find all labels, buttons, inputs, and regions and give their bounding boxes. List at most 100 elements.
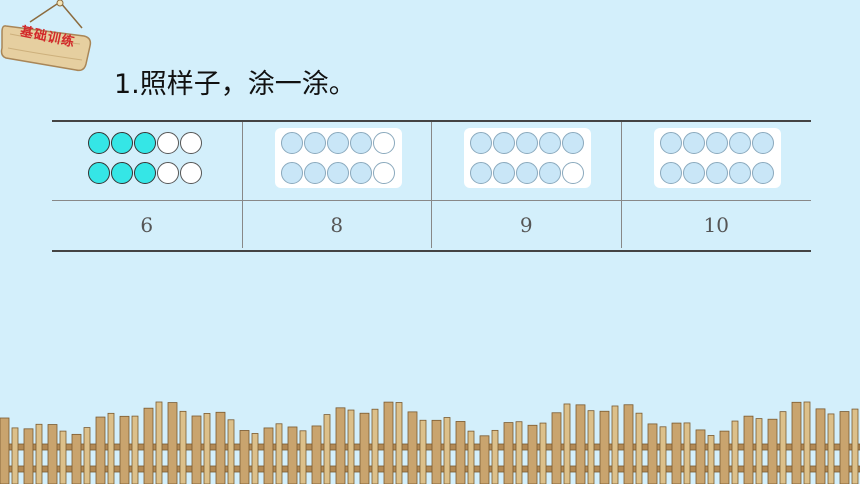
wood-sign-icon (0, 0, 92, 72)
fence-post (431, 419, 442, 484)
fence-post (563, 403, 571, 484)
circle-icon[interactable] (728, 132, 751, 154)
fence-post (275, 423, 283, 484)
fence-post (71, 433, 82, 484)
fence-post (215, 411, 226, 484)
fence-post (383, 401, 394, 484)
fence-post (143, 407, 154, 484)
circles-row (52, 122, 811, 201)
fence-post (587, 410, 595, 484)
fence-post (47, 424, 58, 484)
circle-icon[interactable] (516, 162, 538, 184)
fence-post (191, 415, 202, 484)
circle-icon[interactable] (659, 132, 682, 154)
circle-icon[interactable] (280, 132, 303, 154)
fence-post (467, 430, 475, 484)
circle-icon[interactable] (659, 162, 682, 184)
fence-post (419, 419, 427, 484)
circle-icon[interactable] (562, 132, 584, 154)
circle-icon[interactable] (180, 132, 202, 154)
circle-group (274, 128, 402, 188)
fence-post (707, 435, 715, 484)
fence-post (83, 427, 91, 484)
circle-icon[interactable] (493, 162, 515, 184)
circle-icon[interactable] (134, 132, 156, 154)
fence-post (299, 430, 307, 484)
circle-icon[interactable] (493, 132, 515, 154)
circle-icon[interactable] (516, 132, 538, 154)
circle-icon[interactable] (303, 132, 326, 154)
fence-post (551, 412, 562, 484)
circle-icon[interactable] (372, 132, 395, 154)
circle-icon[interactable] (562, 162, 584, 184)
circle-icon[interactable] (157, 162, 179, 184)
circle-icon[interactable] (705, 162, 728, 184)
circle-icon[interactable] (180, 162, 202, 184)
circle-icon[interactable] (349, 132, 372, 154)
fence-post (11, 427, 19, 484)
circle-row (470, 162, 585, 184)
fence-post (503, 422, 514, 484)
fence-post (647, 423, 658, 484)
circle-icon[interactable] (751, 162, 774, 184)
circle-icon[interactable] (349, 162, 372, 184)
number-label: 10 (703, 212, 729, 237)
fence-post (743, 415, 754, 484)
fence-post (131, 415, 139, 484)
circle-icon[interactable] (539, 132, 561, 154)
circle-icon[interactable] (326, 162, 349, 184)
fence-post (851, 408, 859, 484)
numbers-row: 6 8 9 10 (52, 201, 811, 248)
circle-icon[interactable] (303, 162, 326, 184)
fence-post (167, 402, 178, 484)
circle-row (88, 162, 203, 184)
circle-icon[interactable] (111, 162, 133, 184)
fence-post (599, 410, 610, 484)
circle-row (88, 132, 203, 154)
fence-post (815, 408, 826, 484)
circle-icon[interactable] (682, 132, 705, 154)
fence-post (23, 428, 34, 484)
circle-icon[interactable] (470, 132, 492, 154)
circle-icon[interactable] (539, 162, 561, 184)
fence-post (491, 429, 499, 484)
circle-icon[interactable] (326, 132, 349, 154)
fence-post (311, 425, 322, 484)
fence-post (827, 413, 835, 484)
circle-group (464, 128, 591, 188)
circle-icon[interactable] (751, 132, 774, 154)
circle-icon[interactable] (88, 132, 110, 154)
circle-icon[interactable] (88, 162, 110, 184)
circle-icon[interactable] (728, 162, 751, 184)
fence-post (575, 404, 586, 484)
fence-post (323, 414, 331, 484)
fence-post (767, 418, 778, 484)
fence-post (719, 430, 730, 484)
fence-post (155, 401, 163, 484)
circle-icon[interactable] (705, 132, 728, 154)
number-label: 9 (432, 201, 622, 248)
cell-eight (243, 122, 432, 200)
fence-post (0, 417, 10, 484)
circle-icon[interactable] (111, 132, 133, 154)
circle-row (470, 132, 585, 154)
fence-post (479, 435, 490, 484)
circle-icon[interactable] (134, 162, 156, 184)
circle-icon[interactable] (372, 162, 395, 184)
fence-post (347, 409, 355, 484)
circle-icon[interactable] (157, 132, 179, 154)
fence-post (659, 426, 667, 484)
fence-post (731, 420, 739, 484)
circle-icon[interactable] (280, 162, 303, 184)
circle-icon[interactable] (470, 162, 492, 184)
cell-nine (432, 122, 622, 200)
fence-post (227, 419, 235, 484)
circle-icon[interactable] (682, 162, 705, 184)
number-label: 8 (243, 201, 432, 248)
circle-row (659, 162, 775, 184)
fence-post (359, 412, 370, 484)
circle-group (88, 128, 203, 188)
fence-post (803, 401, 811, 484)
fence-post (251, 433, 259, 484)
fence-post (443, 417, 451, 484)
